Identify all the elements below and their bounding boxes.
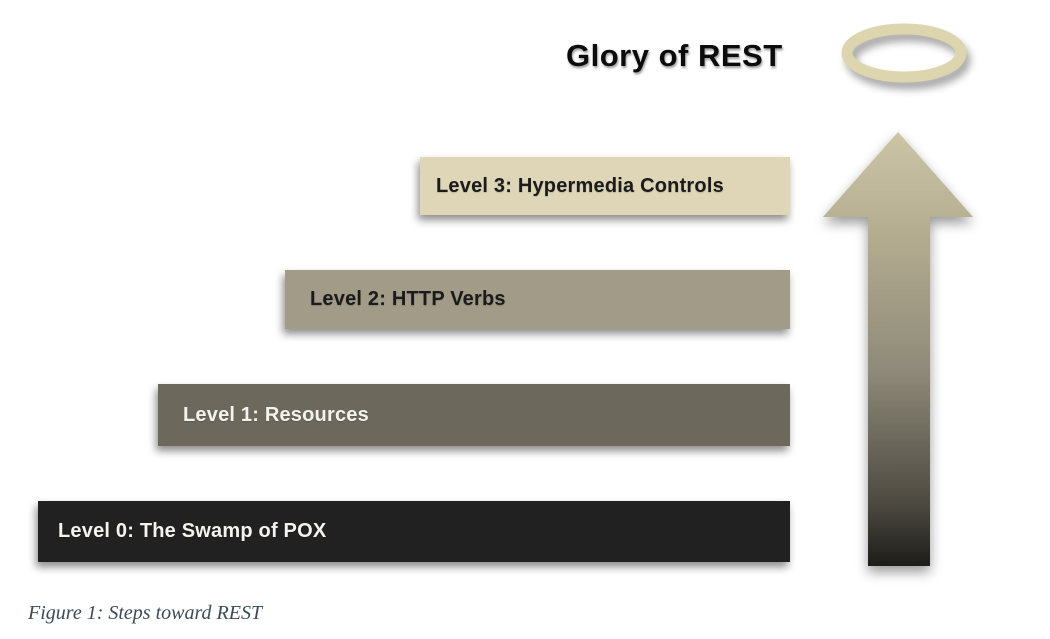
halo-ellipse xyxy=(841,23,967,83)
up-arrow-icon xyxy=(823,132,973,566)
level-2-bar: Level 2: HTTP Verbs xyxy=(285,270,790,329)
level-1-label: Level 1: Resources xyxy=(183,403,369,426)
halo-icon xyxy=(841,23,967,83)
level-3-label: Level 3: Hypermedia Controls xyxy=(436,174,724,197)
level-3-bar: Level 3: Hypermedia Controls xyxy=(420,157,790,215)
level-0-bar: Level 0: The Swamp of POX xyxy=(38,501,790,562)
level-1-bar: Level 1: Resources xyxy=(158,384,790,446)
diagram-title: Glory of REST xyxy=(566,38,783,73)
level-2-label: Level 2: HTTP Verbs xyxy=(310,288,506,310)
up-arrow-shape xyxy=(823,132,973,566)
level-0-label: Level 0: The Swamp of POX xyxy=(58,520,327,542)
figure-caption: Figure 1: Steps toward REST xyxy=(28,602,263,624)
